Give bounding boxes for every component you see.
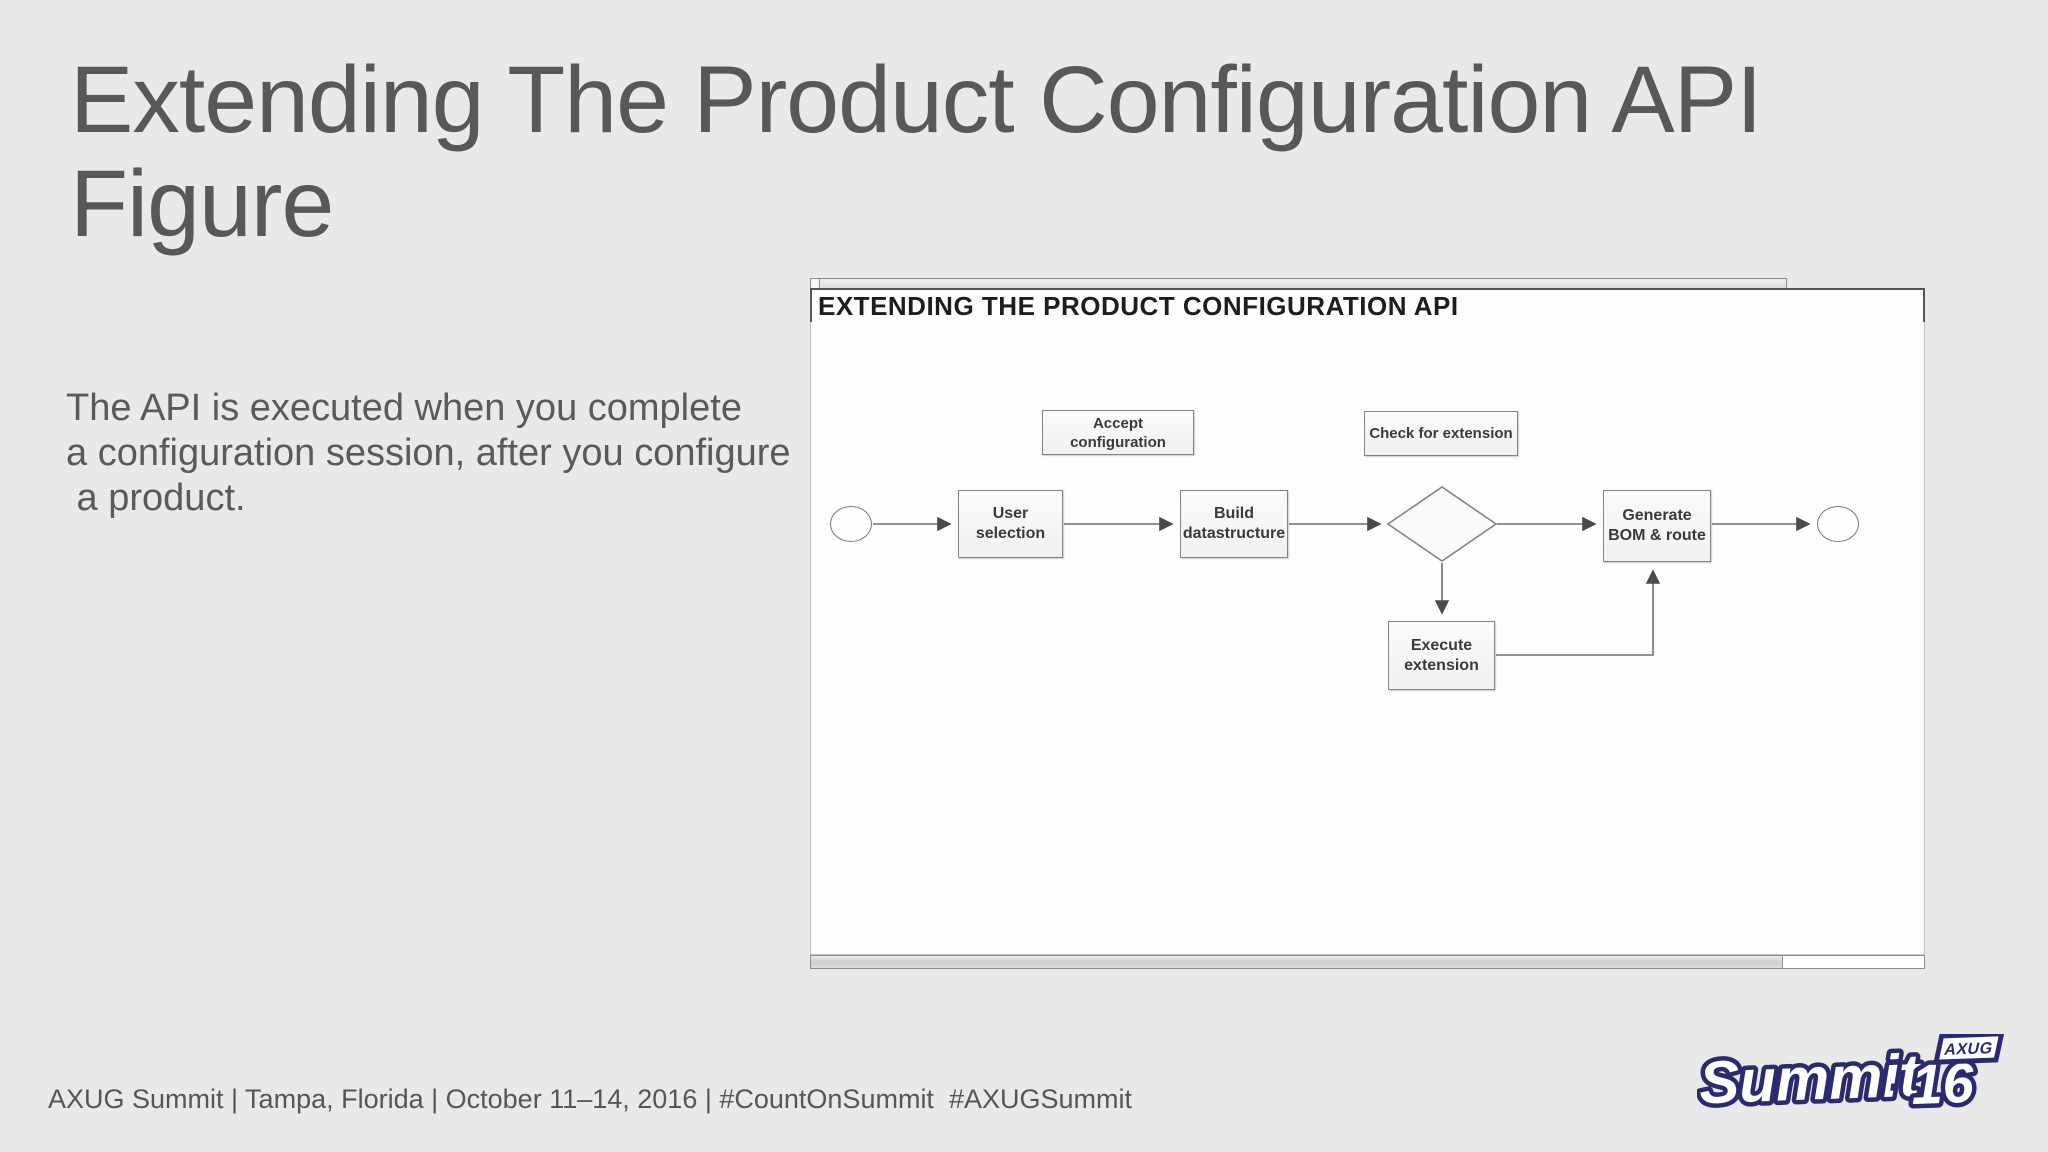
- node-accept-configuration: Accept configuration: [1042, 410, 1194, 455]
- node-user-selection: User selection: [958, 490, 1063, 558]
- diagram-title: EXTENDING THE PRODUCT CONFIGURATION API: [818, 290, 1459, 321]
- slide-body-text: The API is executed when you complete a …: [66, 387, 791, 519]
- node-build-datastructure: Build datastructure: [1180, 490, 1288, 558]
- node-generate-bom-route: Generate BOM & route: [1603, 490, 1711, 562]
- summit-logo: Summit 16 AXUG: [1697, 1034, 2005, 1118]
- arrow-execute-to-generate: [1496, 569, 1661, 656]
- diagram-canvas: User selection Accept configuration Buil…: [810, 322, 1925, 955]
- slide-title: Extending The Product Configuration API …: [70, 47, 1762, 257]
- footer-text: AXUG Summit | Tampa, Florida | October 1…: [48, 1084, 1132, 1114]
- logo-summit-text: Summit: [1698, 1042, 1923, 1117]
- bottom-scrollbar-thumb[interactable]: [811, 956, 1783, 968]
- axug-badge: AXUG: [1933, 1034, 2005, 1065]
- diagram-panel: EXTENDING THE PRODUCT CONFIGURATION API: [810, 278, 1925, 991]
- node-execute-extension: Execute extension: [1388, 621, 1495, 690]
- decision-diamond: [1386, 486, 1498, 562]
- start-ellipse: [830, 506, 872, 542]
- end-ellipse: [1817, 506, 1859, 542]
- diagram-title-bar: EXTENDING THE PRODUCT CONFIGURATION API: [810, 288, 1925, 324]
- axug-badge-text: AXUG: [1943, 1039, 1995, 1059]
- flow-connectors: [873, 486, 1811, 656]
- diagram-bottom-scrollbar[interactable]: [810, 955, 1925, 969]
- flowchart: User selection Accept configuration Buil…: [811, 300, 1924, 955]
- scrollbar-left-tick[interactable]: [811, 279, 820, 289]
- node-check-for-extension: Check for extension: [1364, 411, 1518, 456]
- logo-tick-mark: [1890, 1083, 1899, 1091]
